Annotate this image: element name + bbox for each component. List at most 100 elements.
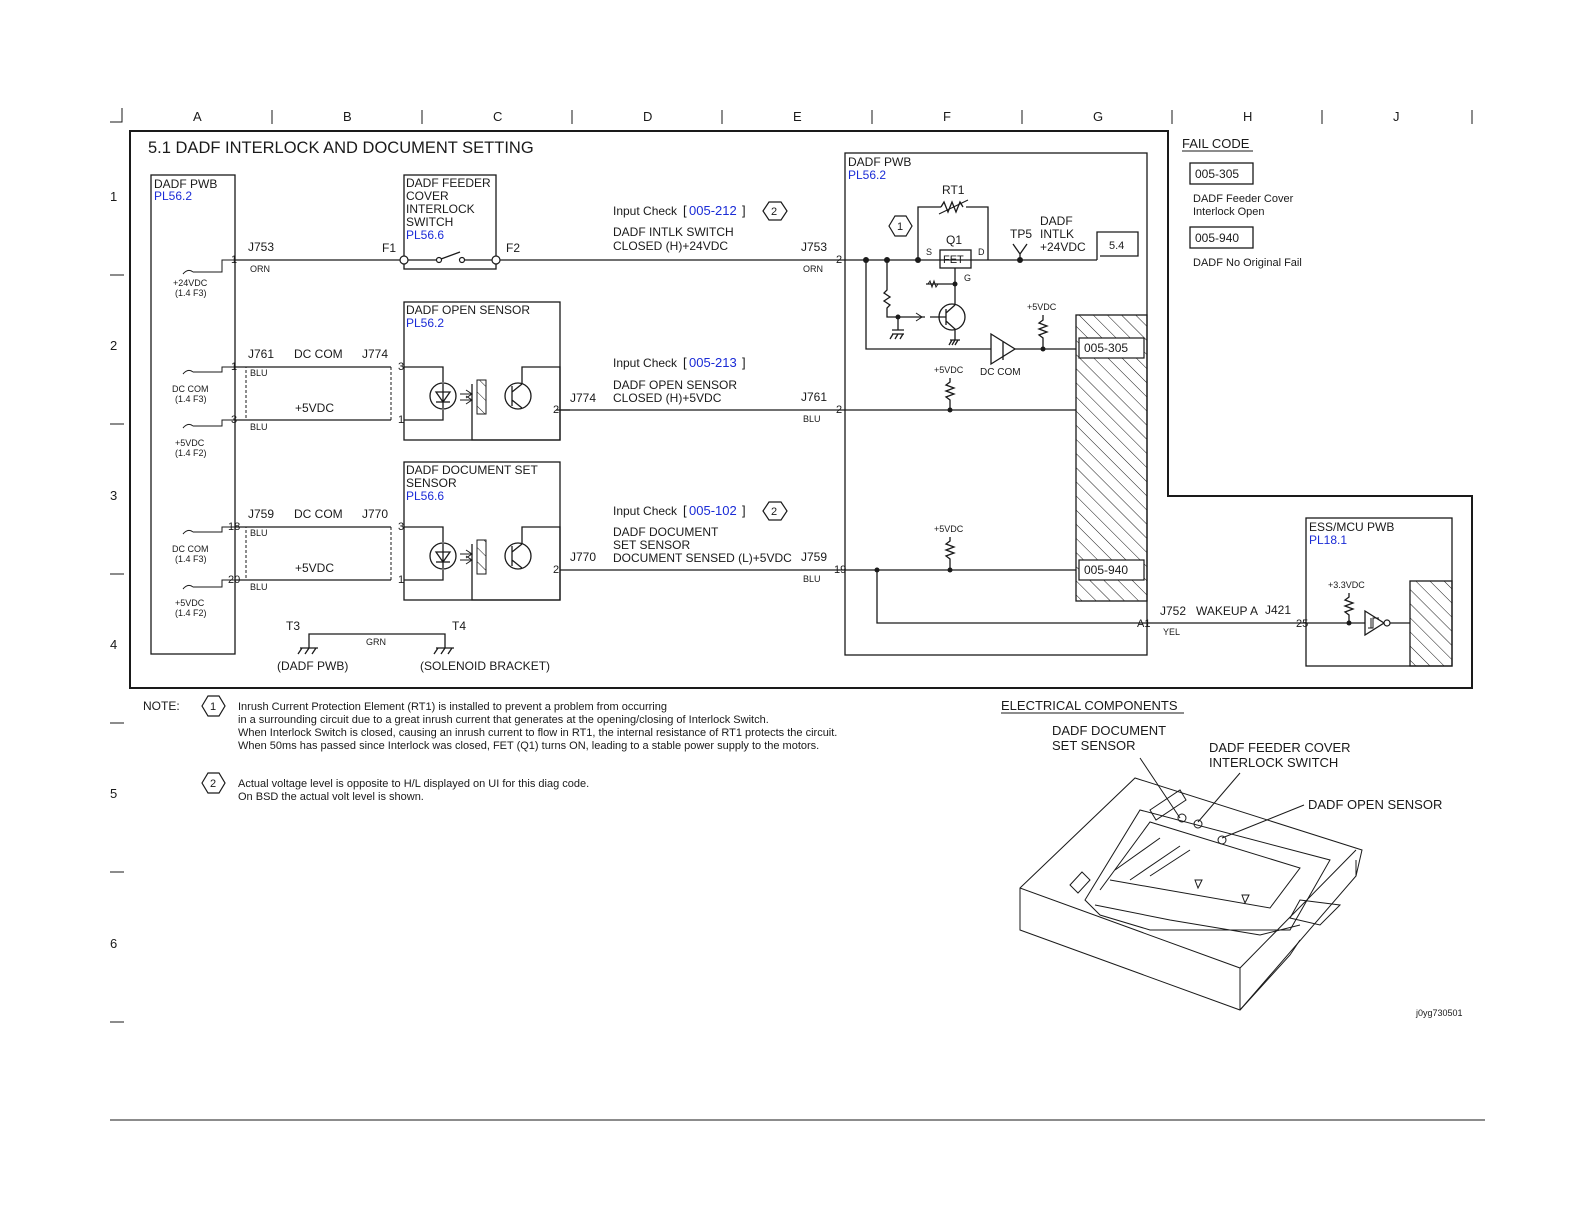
- label-5vdc-pullup-2: +5VDC: [934, 365, 964, 375]
- ess-pwb-ref: PL18.1: [1309, 533, 1347, 547]
- conn-j770-left: J770: [362, 507, 388, 521]
- check-2-line-1: DADF OPEN SENSOR: [613, 378, 737, 392]
- grid-col-e: E: [793, 109, 802, 124]
- ref-dccom-2-loc: (1.4 F3): [175, 554, 207, 564]
- check-3-bracket-close: ]: [742, 503, 746, 518]
- grid-col-d: D: [643, 109, 652, 124]
- offpage-ref-label[interactable]: 5.4: [1109, 240, 1124, 252]
- grid-col-j: J: [1393, 109, 1400, 124]
- check-2-bracket-open: [: [683, 355, 687, 370]
- check-2-code[interactable]: 005-213: [689, 355, 737, 370]
- note-hex-2b: [762, 501, 788, 521]
- grid-col-b: B: [343, 109, 352, 124]
- wire-yel: YEL: [1163, 627, 1180, 637]
- doc-sensor-photo-interrupter: [404, 526, 561, 601]
- ref-dccom-1-loc: (1.4 F3): [175, 394, 207, 404]
- wire-orn-left: ORN: [250, 264, 270, 274]
- note-1-hex: [201, 695, 226, 717]
- note-1-line-2: in a surrounding circuit due to a great …: [238, 714, 769, 726]
- check-3-line-1: DADF DOCUMENT: [613, 525, 719, 539]
- fail-code-2[interactable]: 005-940: [1195, 231, 1239, 245]
- pin-j770-1: 1: [398, 574, 404, 586]
- pin-j753-1: 1: [231, 254, 237, 266]
- interlock-switch-ref: PL56.6: [406, 228, 444, 242]
- interlock-switch-name-1: DADF FEEDER: [406, 176, 491, 190]
- fail-tag-005-940[interactable]: [1078, 559, 1145, 581]
- fail-tag-005-305-label[interactable]: 005-305: [1084, 341, 1128, 355]
- intlk-label-2: INTLK: [1040, 227, 1074, 241]
- component-interlock-1: DADF FEEDER COVER: [1209, 740, 1351, 755]
- grid-col-h: H: [1243, 109, 1252, 124]
- grid-row-2: 2: [110, 338, 117, 353]
- pin-j759-20: 20: [228, 574, 240, 586]
- ref-24vdc: +24VDC: [173, 278, 208, 288]
- grid-row-3: 3: [110, 488, 117, 503]
- pin-25: 25: [1296, 618, 1308, 630]
- fet-source: S: [926, 247, 932, 257]
- check-2-line-2: CLOSED (H)+5VDC: [613, 391, 722, 405]
- open-sensor-ref: PL56.2: [406, 316, 444, 330]
- label-dc-com-2: DC COM: [294, 507, 343, 521]
- intlk-label-1: DADF: [1040, 214, 1073, 228]
- note-1-line-1: Inrush Current Protection Element (RT1) …: [238, 701, 667, 713]
- right-pwb-cpu-block: [1075, 314, 1148, 602]
- note-1-line-4: When 50ms has passed since Interlock was…: [238, 740, 819, 752]
- interlock-switch-name-4: SWITCH: [406, 215, 453, 229]
- fail-tag-005-305[interactable]: [1078, 337, 1145, 359]
- diagram-frame: [129, 130, 1473, 689]
- check-1-code[interactable]: 005-212: [689, 203, 737, 218]
- grid-row-6: 6: [110, 936, 117, 951]
- fail-code-1[interactable]: 005-305: [1195, 167, 1239, 181]
- wire-blu-2: BLU: [250, 422, 268, 432]
- wire-blu-6: BLU: [803, 574, 821, 584]
- note-hex-2a: [762, 201, 788, 221]
- fail-code-box-2[interactable]: [1189, 226, 1254, 249]
- label-5vdc-pullup-1: +5VDC: [1027, 302, 1057, 312]
- ground-solenoid-bracket: (SOLENOID BRACKET): [420, 659, 550, 673]
- ground-dadf-pwb: (DADF PWB): [277, 659, 348, 673]
- check-1-bracket-open: [: [683, 203, 687, 218]
- label-5vdc-1: +5VDC: [295, 401, 334, 415]
- offpage-ref-5-4[interactable]: [1096, 231, 1139, 260]
- conn-j752: J752: [1160, 604, 1186, 618]
- ref-5vdc-2-loc: (1.4 F2): [175, 608, 207, 618]
- component-open-sensor: DADF OPEN SENSOR: [1308, 797, 1442, 812]
- notes: NOTE: 1 Inrush Current Protection Elemen…: [143, 695, 837, 803]
- pin-j770-2: 2: [553, 564, 559, 576]
- conn-f2: F2: [506, 241, 520, 255]
- fail-code-box-1[interactable]: [1189, 162, 1254, 185]
- check-2-bracket-close: ]: [742, 355, 746, 370]
- check-3-prefix: Input Check: [613, 504, 678, 518]
- doc-sensor-name-2: SENSOR: [406, 476, 457, 490]
- pin-j759-19: 19: [834, 564, 846, 576]
- label-5vdc-pullup-3: +5VDC: [934, 524, 964, 534]
- note-label: NOTE:: [143, 699, 180, 713]
- ref-dccom-2: DC COM: [172, 544, 209, 554]
- fail-tag-005-940-label[interactable]: 005-940: [1084, 563, 1128, 577]
- note-2-hex: [201, 772, 226, 794]
- q1-label: Q1: [946, 233, 962, 247]
- conn-j774-right: J774: [570, 391, 596, 405]
- check-1-prefix: Input Check: [613, 204, 678, 218]
- conn-j761-right: J761: [801, 390, 827, 404]
- ref-5vdc-1-loc: (1.4 F2): [175, 448, 207, 458]
- check-3-note: 2: [771, 506, 777, 518]
- conn-t3: T3: [286, 619, 300, 633]
- label-wakeup: WAKEUP A: [1196, 604, 1258, 618]
- page-title: 5.1 DADF INTERLOCK AND DOCUMENT SETTING: [148, 139, 534, 157]
- check-3-code[interactable]: 005-102: [689, 503, 737, 518]
- check-3-bracket-open: [: [683, 503, 687, 518]
- right-pwb-ref: PL56.2: [848, 168, 886, 182]
- doc-sensor-name-1: DADF DOCUMENT SET: [406, 463, 538, 477]
- ess-mcu-pwb: ESS/MCU PWB PL18.1 +3.3VDC: [1305, 517, 1453, 667]
- component-doc-sensor-2: SET SENSOR: [1052, 738, 1136, 753]
- conn-j753-right: J753: [801, 240, 827, 254]
- grid-col-a: A: [193, 109, 202, 124]
- wire-blu-3: BLU: [803, 414, 821, 424]
- pin-j753-2: 2: [836, 254, 842, 266]
- pin-j759-18: 18: [228, 521, 240, 533]
- grid-row-4: 4: [110, 637, 117, 652]
- right-pwb-name: DADF PWB: [848, 155, 911, 169]
- component-interlock-2: INTERLOCK SWITCH: [1209, 755, 1338, 770]
